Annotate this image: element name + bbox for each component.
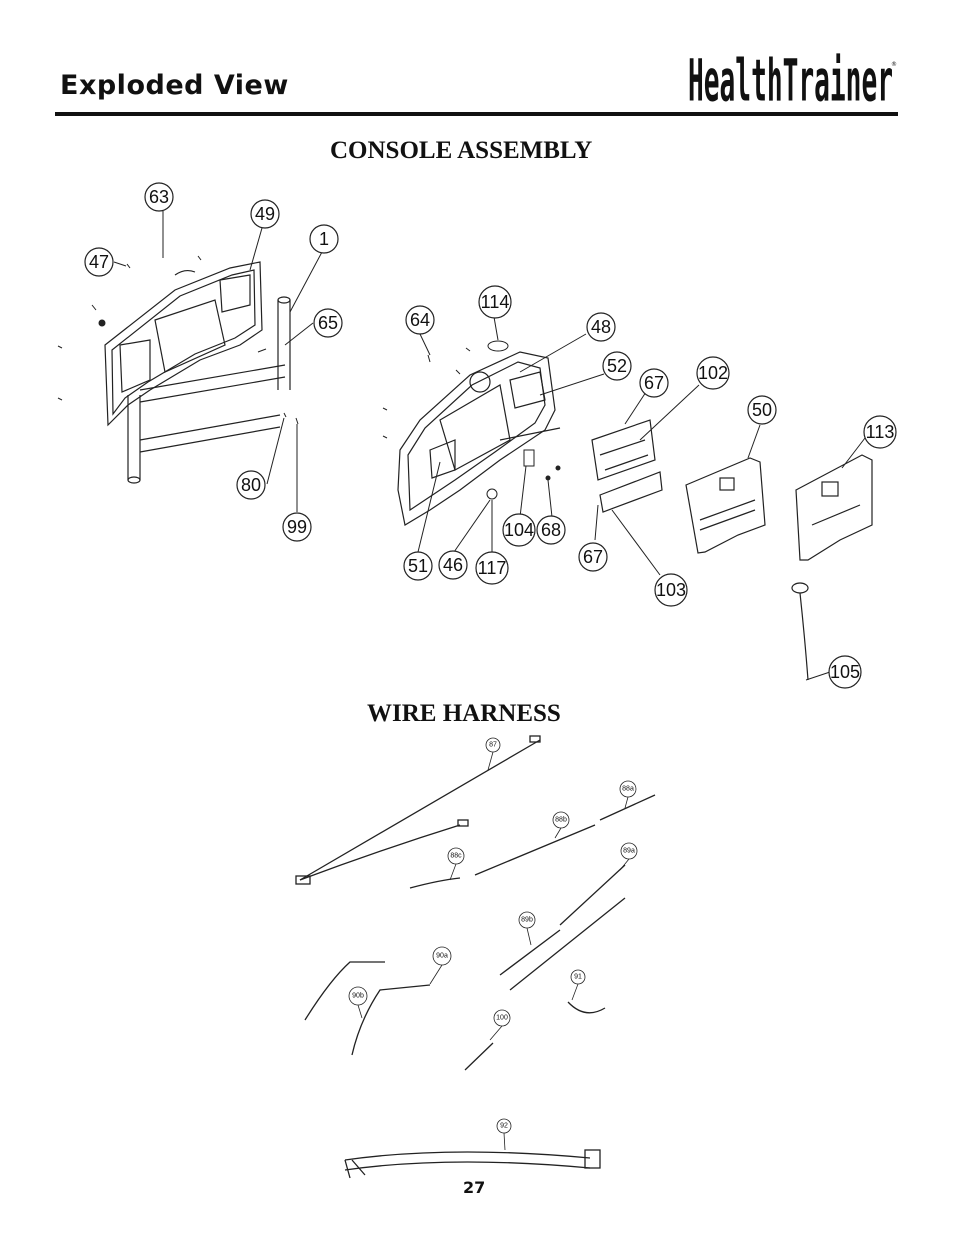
healthtrainer-logo: HealthTrainer ® — [688, 52, 897, 106]
callout-48: 48 — [591, 317, 611, 337]
callout-46: 46 — [443, 555, 463, 575]
callout-100: 100 — [496, 1015, 508, 1022]
callout-88c: 88c — [450, 853, 462, 860]
console-assembly-heading: CONSOLE ASSEMBLY — [330, 137, 593, 164]
left-screws — [57, 250, 299, 425]
callout-67-top: 67 — [644, 373, 664, 393]
wire-harness-heading: WIRE HARNESS — [367, 700, 561, 727]
wire-harness-art — [295, 735, 656, 1179]
console-decal — [795, 454, 873, 561]
callout-113: 113 — [866, 422, 895, 442]
callout-103: 103 — [656, 580, 686, 600]
console-back-frame — [104, 261, 291, 484]
callout-89a: 89a — [623, 848, 635, 855]
callout-52: 52 — [607, 356, 627, 376]
console-overlay — [685, 457, 766, 554]
callout-117: 117 — [478, 558, 507, 578]
callout-1: 1 — [319, 229, 329, 249]
header-rule — [55, 112, 898, 116]
callout-50: 50 — [752, 400, 772, 420]
callout-88b: 88b — [555, 817, 567, 824]
callout-80: 80 — [241, 475, 261, 495]
callout-68: 68 — [541, 520, 561, 540]
callout-102: 102 — [698, 363, 728, 383]
callout-88a: 88a — [622, 786, 634, 793]
callout-90a: 90a — [436, 953, 448, 960]
console-front-frame — [397, 351, 561, 526]
callout-47: 47 — [89, 252, 109, 272]
page-number: 27 — [463, 1178, 486, 1197]
callout-64: 64 — [410, 310, 430, 330]
callout-114: 114 — [481, 292, 510, 312]
callout-91: 91 — [574, 974, 582, 981]
svg-text:®: ® — [891, 61, 897, 68]
callout-99: 99 — [287, 517, 307, 537]
page-title: Exploded View — [60, 70, 289, 101]
callout-49: 49 — [255, 204, 275, 224]
callout-65: 65 — [318, 313, 338, 333]
callout-87: 87 — [489, 742, 497, 749]
callout-51: 51 — [408, 556, 428, 576]
middle-screws — [382, 340, 561, 500]
speaker-cable — [791, 582, 809, 681]
callout-104: 104 — [504, 520, 534, 540]
svg-text:HealthTrainer: HealthTrainer — [688, 52, 893, 106]
callout-92: 92 — [500, 1123, 508, 1130]
callout-105: 105 — [830, 662, 860, 682]
callout-89b: 89b — [521, 917, 533, 924]
callout-63: 63 — [149, 187, 169, 207]
callout-90b: 90b — [352, 993, 364, 1000]
callout-67-bottom: 67 — [583, 547, 603, 567]
circuit-board — [591, 419, 656, 481]
keypad — [599, 471, 663, 513]
